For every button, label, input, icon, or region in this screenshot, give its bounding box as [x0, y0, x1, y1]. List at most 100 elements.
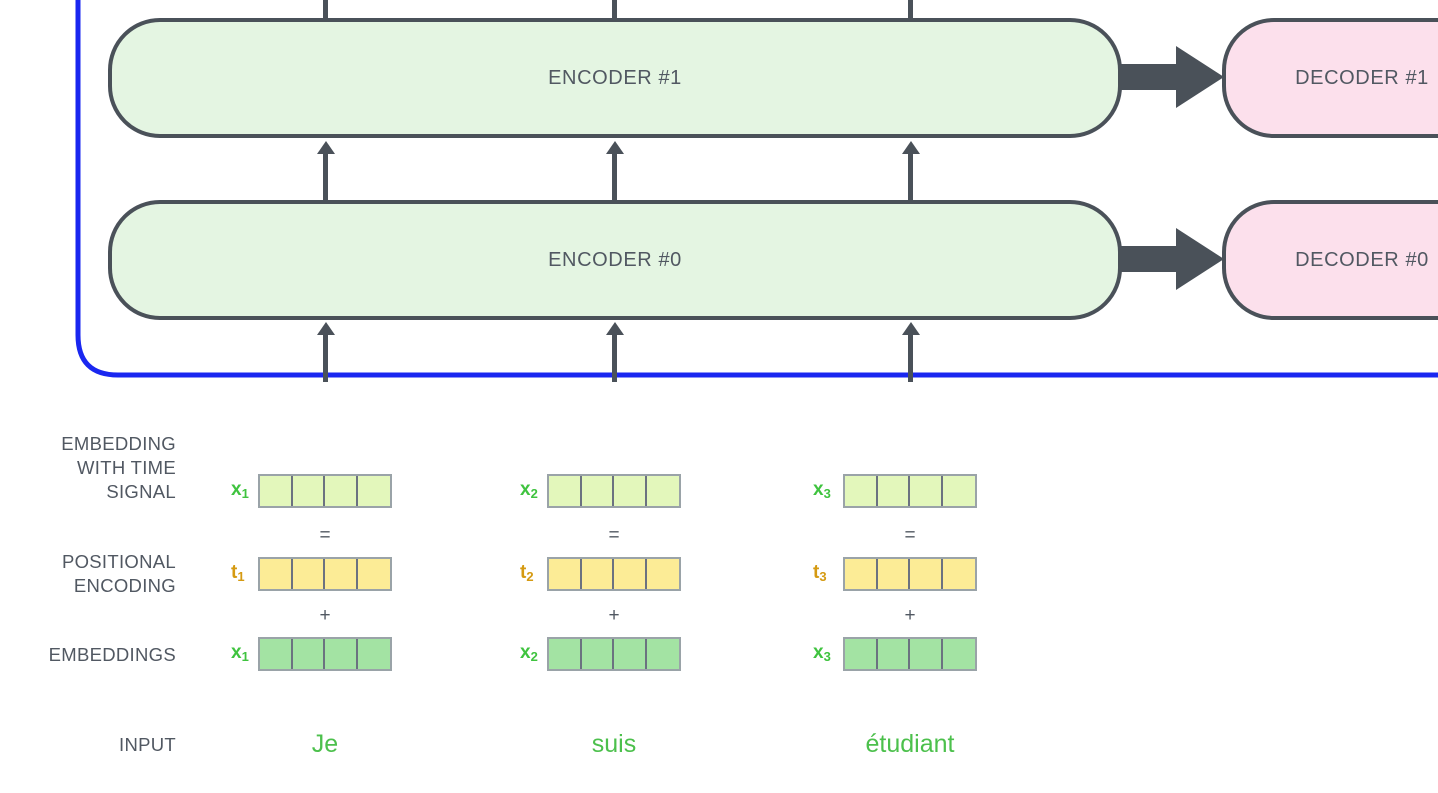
row-label-positional-encoding: POSITIONAL ENCODING — [0, 550, 176, 598]
vector-cell — [260, 559, 293, 589]
row-label-line-3: SIGNAL — [106, 481, 176, 502]
decoder-0-label: DECODER #0 — [1295, 248, 1429, 271]
row-label-embeddings: EMBEDDINGS — [48, 644, 176, 665]
row-label-line-2: ENCODING — [73, 575, 176, 596]
vector-cell — [646, 639, 679, 669]
token-2-time-signal-vector — [547, 474, 681, 508]
tag-subscript: 1 — [241, 649, 249, 664]
vector-cell — [910, 476, 943, 506]
vector-cell — [325, 476, 358, 506]
token-3-embedding-tag: x3 — [813, 642, 831, 664]
arrow-head-icon — [605, 322, 624, 335]
tag-symbol: x — [231, 479, 242, 500]
arrow-input-to-encoder0-token3 — [901, 322, 920, 382]
vector-cell — [614, 476, 647, 506]
token-3-equals-symbol: = — [904, 525, 916, 546]
tag-symbol: t — [520, 562, 527, 583]
input-word-3: étudiant — [865, 730, 955, 758]
arrow-input-to-encoder0-token2 — [605, 322, 624, 382]
token-1-positional-tag: t1 — [231, 562, 245, 584]
arrow-encoder0-to-encoder1-token3 — [901, 141, 920, 200]
tag-subscript: 1 — [237, 569, 245, 584]
vector-cell — [877, 559, 911, 589]
token-2-plus-symbol: + — [608, 605, 620, 626]
arrow-head-icon — [316, 141, 335, 154]
tag-symbol: t — [231, 562, 238, 583]
row-label-input: INPUT — [119, 734, 176, 755]
tag-subscript: 1 — [241, 486, 249, 501]
row-label-line-2: WITH TIME — [77, 457, 176, 478]
token-1-embedding-tag: x1 — [231, 642, 249, 664]
encoder-0-label: ENCODER #0 — [548, 248, 682, 271]
vector-cell — [845, 639, 878, 669]
token-1-embedding-vector — [258, 637, 392, 671]
token-2-positional-tag: t2 — [520, 562, 534, 584]
arrow-input-to-encoder0-token1 — [316, 322, 335, 382]
input-word-2: suis — [591, 730, 637, 758]
row-label-line-1: POSITIONAL — [61, 551, 176, 572]
arrow-head-icon — [605, 141, 624, 154]
vector-cell — [549, 639, 582, 669]
vector-cell — [877, 476, 911, 506]
token-2-time-signal-tag: x2 — [520, 479, 538, 501]
row-label-line-1: EMBEDDING — [61, 433, 176, 454]
token-3-time-signal-vector — [843, 474, 977, 508]
vector-cell — [942, 559, 975, 589]
vector-cell — [357, 559, 390, 589]
input-word-1: Je — [311, 730, 339, 758]
tag-symbol: x — [813, 479, 824, 500]
vector-cell — [942, 476, 975, 506]
token-3-plus-symbol: + — [904, 605, 916, 626]
decoder-block-0[interactable]: DECODER #0 — [1222, 200, 1438, 320]
tag-subscript: 3 — [823, 649, 831, 664]
arrow-head-icon — [901, 141, 920, 154]
token-1-equals-symbol: = — [319, 525, 331, 546]
tag-symbol: x — [231, 642, 242, 663]
token-2-positional-vector — [547, 557, 681, 591]
vector-cell — [581, 476, 615, 506]
vector-cell — [325, 559, 358, 589]
decoder-block-1[interactable]: DECODER #1 — [1222, 18, 1438, 138]
token-1-time-signal-vector — [258, 474, 392, 508]
vector-cell — [581, 639, 615, 669]
encoder-1-label: ENCODER #1 — [548, 66, 682, 89]
vector-cell — [292, 476, 326, 506]
vector-cell — [614, 559, 647, 589]
vector-cell — [942, 639, 975, 669]
vector-cell — [646, 476, 679, 506]
encoder-block-0[interactable]: ENCODER #0 — [108, 200, 1122, 320]
arrow-encoder1-to-decoder1 — [1118, 46, 1224, 108]
token-1-plus-symbol: + — [319, 605, 331, 626]
tag-subscript: 3 — [823, 486, 831, 501]
tag-subscript: 2 — [530, 649, 538, 664]
vector-cell — [357, 476, 390, 506]
vector-cell — [845, 559, 878, 589]
vector-cell — [549, 559, 582, 589]
row-label-embedding-with-time-signal: EMBEDDING WITH TIME SIGNAL — [0, 432, 176, 504]
encoder-1-input-stub-1 — [612, 0, 617, 20]
encoder-1-input-stub-2 — [908, 0, 913, 20]
token-2-equals-symbol: = — [608, 525, 620, 546]
vector-cell — [581, 559, 615, 589]
token-1-positional-vector — [258, 557, 392, 591]
vector-cell — [646, 559, 679, 589]
token-1-time-signal-tag: x1 — [231, 479, 249, 501]
arrow-encoder0-to-decoder0 — [1118, 228, 1224, 290]
vector-cell — [910, 559, 943, 589]
arrow-head-icon — [901, 322, 920, 335]
token-3-time-signal-tag: x3 — [813, 479, 831, 501]
tag-subscript: 3 — [819, 569, 827, 584]
tag-symbol: x — [520, 642, 531, 663]
arrow-encoder0-to-encoder1-token2 — [605, 141, 624, 200]
token-2-embedding-vector — [547, 637, 681, 671]
tag-symbol: x — [520, 479, 531, 500]
vector-cell — [549, 476, 582, 506]
tag-symbol: x — [813, 642, 824, 663]
vector-cell — [614, 639, 647, 669]
token-3-embedding-vector — [843, 637, 977, 671]
tag-subscript: 2 — [526, 569, 534, 584]
encoder-block-1[interactable]: ENCODER #1 — [108, 18, 1122, 138]
vector-cell — [877, 639, 911, 669]
tag-symbol: t — [813, 562, 820, 583]
